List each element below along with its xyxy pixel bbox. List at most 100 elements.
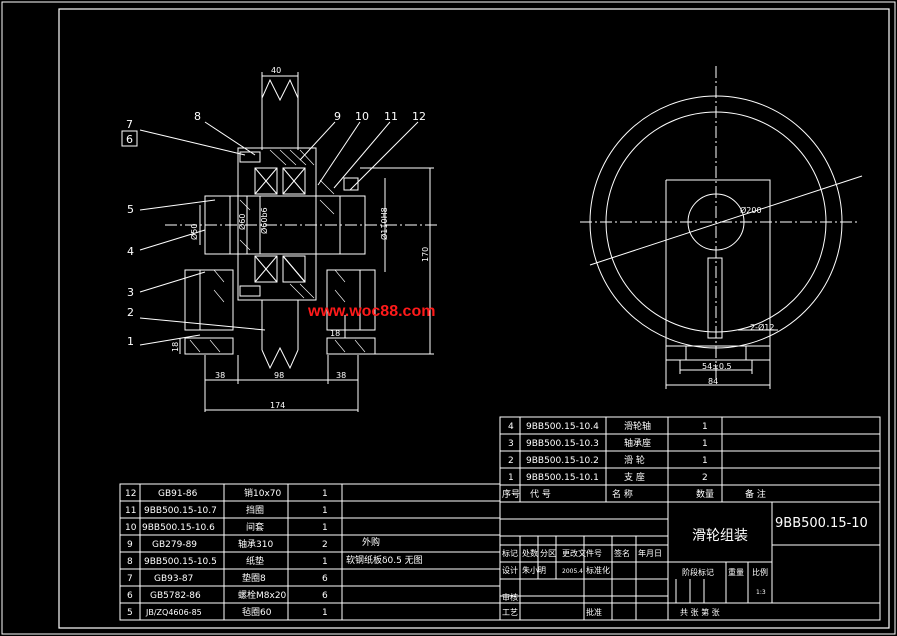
bom-row-3-qty: 1 (702, 439, 708, 449)
bom-header-name: 名 称 (612, 488, 633, 500)
callout-6: 6 (126, 133, 133, 146)
callout-9: 9 (334, 110, 341, 123)
process-label: 工艺 (502, 608, 518, 617)
dim-base-height: 18 (171, 342, 180, 352)
dim-top-width: 40 (271, 66, 281, 75)
bom-row-1-name: 支 座 (624, 471, 645, 483)
bom-header-remark: 备 注 (745, 488, 766, 500)
dim-dia-60: Ø60 (237, 214, 247, 230)
review-label: 审核 (502, 592, 518, 602)
dim-dia-60b6: Ø60b6 (259, 207, 269, 234)
part-10-no: 10 (125, 523, 137, 533)
dim-base-width: 84 (708, 377, 718, 386)
rev-header-mark: 标记 (502, 548, 518, 558)
bom-row-2-no: 2 (508, 456, 514, 466)
side-view (580, 66, 863, 389)
callout-4: 4 (127, 245, 134, 258)
bom-header-no: 序号 (502, 488, 520, 500)
approve-label: 批准 (586, 607, 602, 617)
dim-right-small: 18 (330, 329, 340, 338)
callout-12: 12 (412, 110, 426, 123)
bom-row-2-name: 滑 轮 (624, 454, 645, 466)
part-9-name: 轴承310 (238, 538, 273, 550)
part-11-qty: 1 (322, 506, 328, 516)
bom-header-qty: 数量 (696, 488, 714, 500)
design-label: 设计 (502, 565, 518, 575)
callout-3: 3 (127, 286, 134, 299)
side-view-dimensions: Ø200 2-Ø12 54±0.5 84 (702, 205, 774, 386)
part-9-no: 9 (127, 540, 133, 550)
dim-holes: 2-Ø12 (750, 322, 774, 332)
rev-header-date: 年月日 (638, 548, 662, 558)
bom-row-2-qty: 1 (702, 456, 708, 466)
bom-row-2-code: 9BB500.15-10.2 (526, 456, 599, 466)
callout-1: 1 (127, 335, 134, 348)
part-12-code: GB91-86 (158, 489, 198, 499)
dim-right-offset: 38 (336, 371, 346, 380)
part-7-no: 7 (127, 574, 133, 584)
part-6-name: 螺栓M8x20 (238, 589, 287, 601)
bom-row-4-code: 9BB500.15-10.4 (526, 422, 599, 432)
bom-header-code: 代 号 (530, 489, 551, 500)
bom-row-4-qty: 1 (702, 422, 708, 432)
callout-10: 10 (355, 110, 369, 123)
callout-8: 8 (194, 110, 201, 123)
dim-dia-200: Ø200 (740, 205, 762, 215)
part-5-code: JB/ZQ4606-85 (145, 608, 202, 617)
part-8-no: 8 (127, 557, 133, 567)
part-12-qty: 1 (322, 489, 328, 499)
part-8-code: 9BB500.15-10.5 (144, 557, 217, 567)
dim-left-offset: 38 (215, 371, 225, 380)
part-8-remark: 软钢纸板δ0.5 无图 (346, 554, 423, 566)
part-5-no: 5 (127, 608, 133, 618)
callout-6-box (121, 130, 138, 147)
dim-height: 170 (421, 247, 430, 262)
inner-frame (58, 8, 890, 629)
part-10-code: 9BB500.15-10.6 (142, 523, 215, 533)
drawing-number: 9BB500.15-10 (775, 516, 868, 531)
rev-header-zone: 分区 (540, 549, 556, 558)
part-10-name: 间套 (246, 521, 264, 533)
designer-name: 朱小明 (522, 565, 546, 575)
weight-label: 重量 (728, 567, 744, 577)
stage-mark-label: 阶段标记 (682, 567, 714, 577)
design-date: 2005.4 (562, 568, 583, 575)
rev-header-doc: 更改文件号 (562, 548, 602, 558)
standardization-label: 标准化 (586, 565, 610, 575)
part-7-code: GB93-87 (154, 574, 193, 584)
bom-row-4-no: 4 (508, 422, 514, 432)
part-7-qty: 6 (322, 574, 328, 584)
part-6-no: 6 (127, 591, 133, 601)
part-11-name: 挡圈 (246, 504, 264, 516)
title-block-grid (499, 501, 881, 621)
part-8-qty: 1 (322, 557, 328, 567)
parts-list-text: 12 GB91-86 销10x70 1 11 9BB500.15-10.7 挡圈… (125, 487, 423, 618)
front-view (139, 72, 440, 412)
part-9-code: GB279-89 (152, 540, 197, 550)
bom-row-3-name: 轴承座 (624, 437, 651, 449)
part-5-qty: 1 (322, 608, 328, 618)
front-view-dimensions: 40 38 98 38 174 170 18 18 Ø50 Ø60 Ø60b6 … (171, 66, 430, 410)
part-12-no: 12 (125, 489, 136, 499)
main-bom-text: 4 9BB500.15-10.4 滑轮轴 1 3 9BB500.15-10.3 … (502, 420, 766, 500)
dim-middle-span: 98 (274, 371, 284, 380)
bom-row-1-code: 9BB500.15-10.1 (526, 473, 599, 483)
part-9-qty: 2 (322, 540, 328, 550)
part-9-remark: 外购 (362, 536, 380, 548)
part-6-qty: 6 (322, 591, 328, 601)
part-11-code: 9BB500.15-10.7 (144, 506, 217, 516)
rev-header-count: 处数 (522, 548, 538, 558)
callout-5: 5 (127, 203, 134, 216)
part-6-code: GB5782-86 (150, 591, 201, 601)
rev-header-sign: 签名 (614, 548, 630, 558)
part-8-name: 纸垫 (246, 555, 264, 567)
dim-dia-110h8: Ø110H8 (379, 207, 389, 240)
dim-hole-spacing: 54±0.5 (702, 362, 732, 371)
callout-7: 7 (126, 118, 133, 131)
scale-label: 比例 (752, 567, 768, 577)
bom-row-1-qty: 2 (702, 473, 708, 483)
bom-row-4-name: 滑轮轴 (624, 420, 651, 432)
bom-row-1-no: 1 (508, 473, 514, 483)
